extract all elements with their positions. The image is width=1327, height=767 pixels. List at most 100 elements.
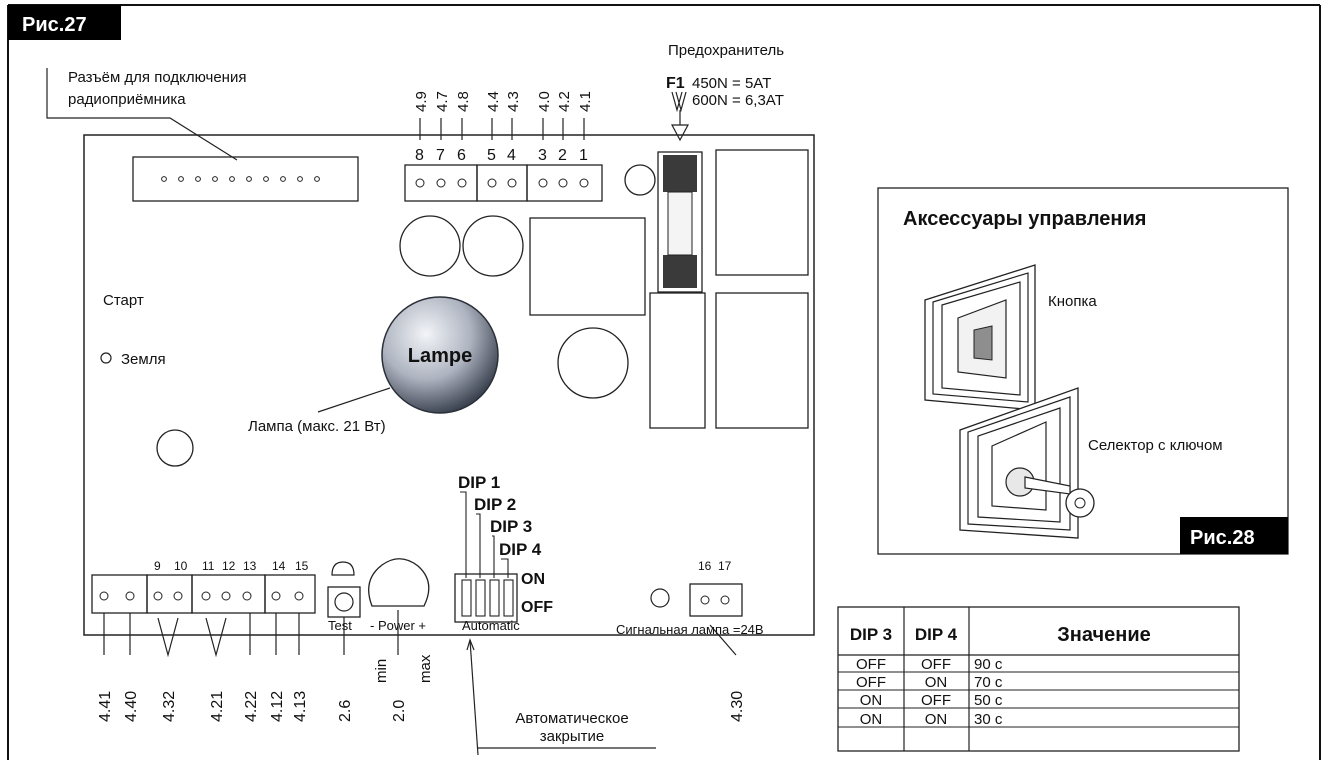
dip-off-label: OFF bbox=[521, 599, 553, 616]
dip-leader bbox=[492, 535, 495, 578]
top-terminal-num-5: 5 bbox=[487, 147, 496, 164]
terminal-block-54 bbox=[476, 164, 528, 202]
relay-1 bbox=[715, 149, 809, 276]
bottom-leader bbox=[709, 624, 737, 656]
table-cell-dip3: OFF bbox=[856, 656, 886, 673]
top-terminal-num-1: 1 bbox=[579, 147, 588, 164]
fig28-tab bbox=[1180, 517, 1288, 554]
automatic-label: Automatic bbox=[462, 618, 520, 633]
bottom-terminal-num-14: 14 bbox=[272, 559, 286, 573]
min-label: min bbox=[373, 659, 390, 683]
bottom-code-2-6: 2.6 bbox=[337, 700, 354, 722]
table-cell-dip4: ON bbox=[925, 711, 948, 728]
lamp-bulb-icon bbox=[381, 296, 499, 414]
top-code-4-3: 4.3 bbox=[505, 91, 522, 112]
terminal-block-321 bbox=[526, 164, 603, 202]
terminal-17-screw bbox=[720, 595, 730, 605]
test-label: Test bbox=[328, 618, 352, 633]
radio-connector bbox=[132, 156, 359, 202]
small-capacitor bbox=[624, 164, 656, 196]
fig27-label: Рис.27 bbox=[22, 14, 87, 36]
terminal-screw bbox=[558, 178, 568, 188]
dip-label-4: DIP 4 bbox=[499, 540, 542, 559]
connector-pin bbox=[161, 176, 167, 182]
dip-label-1: DIP 1 bbox=[458, 473, 500, 492]
radio-connector-pins bbox=[161, 176, 320, 182]
fuse-title: Предохранитель bbox=[668, 42, 784, 59]
terminal-block-1415 bbox=[264, 574, 316, 614]
dip-table bbox=[837, 606, 1240, 752]
transformer bbox=[529, 217, 646, 316]
fuse-glass bbox=[667, 191, 693, 256]
auto-close-arrow-icon bbox=[466, 638, 475, 651]
dip-switch-2[interactable] bbox=[475, 579, 486, 617]
table-cell-dip3: ON bbox=[860, 711, 883, 728]
bottom-terminal-screws bbox=[99, 591, 304, 601]
terminal-16-screw bbox=[700, 595, 710, 605]
bottom-code-4-41: 4.41 bbox=[97, 691, 114, 722]
terminal-screw bbox=[99, 591, 109, 601]
terminal-screw bbox=[173, 591, 183, 601]
connector-pin bbox=[246, 176, 252, 182]
ground-label: Земля bbox=[121, 351, 166, 368]
dip-switch-4[interactable] bbox=[503, 579, 514, 617]
terminal-screw bbox=[125, 591, 135, 601]
top-code-4-1: 4.1 bbox=[577, 91, 594, 112]
push-button-icon bbox=[924, 264, 1036, 411]
table-cell-value: 50 с bbox=[974, 692, 1003, 709]
terminal-screw bbox=[457, 178, 467, 188]
bottom-code-4-12: 4.12 bbox=[269, 691, 286, 722]
auto-close-label-2: закрытие bbox=[540, 728, 605, 745]
terminal-screw bbox=[538, 178, 548, 188]
connector-label-1: Разъём для подключения bbox=[68, 69, 246, 86]
terminal-screw bbox=[221, 591, 231, 601]
table-cell-value: 30 с bbox=[974, 711, 1003, 728]
terminal-17-num: 17 bbox=[718, 559, 732, 573]
connector-label-2: радиоприёмника bbox=[68, 91, 186, 108]
connector-pin bbox=[297, 176, 303, 182]
fuse-rating-1: 450N = 5AT bbox=[692, 75, 771, 92]
dip-switch-slots bbox=[461, 579, 514, 617]
power-potentiometer[interactable] bbox=[368, 558, 430, 607]
connector-pin bbox=[280, 176, 286, 182]
top-code-4-9: 4.9 bbox=[413, 91, 430, 112]
connector-pin bbox=[212, 176, 218, 182]
table-header-value: Значение bbox=[1057, 624, 1150, 646]
lamp-caption: Лампа (макс. 21 Вт) bbox=[248, 418, 386, 435]
terminal-block-910 bbox=[146, 574, 193, 614]
fuse-cap-bottom bbox=[663, 255, 697, 288]
test-button[interactable] bbox=[327, 586, 361, 618]
dip-on-label: ON bbox=[521, 571, 545, 588]
connector-leader bbox=[46, 68, 238, 161]
connector-pin bbox=[314, 176, 320, 182]
top-terminal-screws bbox=[415, 178, 589, 188]
top-terminal-num-3: 3 bbox=[538, 147, 547, 164]
table-header-dip4: DIP 4 bbox=[915, 625, 958, 644]
top-terminal-num-7: 7 bbox=[436, 147, 445, 164]
control-board bbox=[83, 134, 815, 636]
dip-switch-1[interactable] bbox=[461, 579, 472, 617]
top-code-4-4: 4.4 bbox=[485, 91, 502, 112]
fig28-title: Аксессуары управления bbox=[903, 208, 1146, 230]
button-label: Кнопка bbox=[1048, 293, 1097, 310]
relay-2 bbox=[715, 292, 809, 429]
terminal-screw bbox=[242, 591, 252, 601]
top-terminal-num-4: 4 bbox=[507, 147, 516, 164]
signal-capacitor bbox=[650, 588, 670, 608]
table-header-dip3: DIP 3 bbox=[850, 625, 892, 644]
max-label: max bbox=[417, 654, 434, 683]
table-cell-value: 70 с bbox=[974, 674, 1003, 691]
bottom-code-4-21: 4.21 bbox=[209, 691, 226, 722]
key-selector-icon bbox=[959, 387, 1095, 539]
terminal-block-1617 bbox=[689, 583, 743, 617]
dip-switch-3[interactable] bbox=[489, 579, 500, 617]
top-terminal-num-6: 6 bbox=[457, 147, 466, 164]
capacitor-3 bbox=[557, 327, 629, 399]
relay-3 bbox=[649, 292, 706, 429]
terminal-screw bbox=[507, 178, 517, 188]
signal-lamp-label: Сигнальная лампа =24В bbox=[616, 622, 764, 637]
